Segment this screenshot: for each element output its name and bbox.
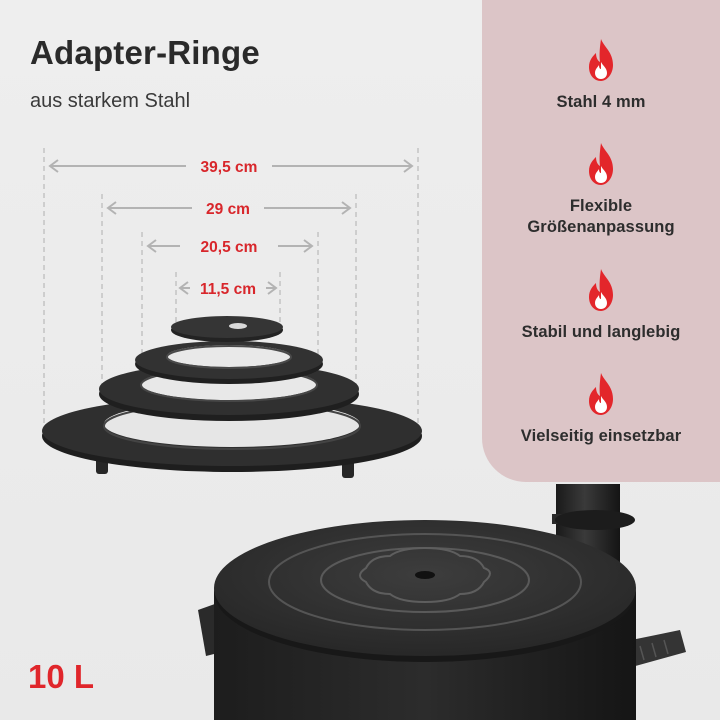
feature-item-versatile: Vielseitig einsetzbar bbox=[482, 372, 720, 447]
flame-icon bbox=[589, 39, 613, 81]
feature-label: Flexible Größenanpassung bbox=[527, 197, 675, 236]
feature-label: Stabil und langlebig bbox=[521, 323, 681, 341]
dimension-label-20-5: 20,5 cm bbox=[201, 239, 258, 256]
flame-icon bbox=[589, 269, 613, 311]
feature-item-durable: Stabil und langlebig bbox=[482, 268, 720, 343]
dimension-label-29: 29 cm bbox=[206, 201, 250, 218]
feature-label: Vielseitig einsetzbar bbox=[520, 427, 682, 445]
volume-badge: 10 L bbox=[28, 658, 95, 695]
dimension-label-11-5: 11,5 cm bbox=[200, 281, 256, 298]
ring-medium bbox=[135, 341, 323, 384]
stove bbox=[198, 484, 686, 720]
dimension-arrows bbox=[48, 159, 414, 295]
feature-label: Stahl 4 mm bbox=[556, 93, 646, 111]
flame-icon bbox=[589, 143, 613, 185]
page-title: Adapter-Ringe bbox=[30, 34, 260, 71]
dimension-label-39-5: 39,5 cm bbox=[201, 159, 258, 176]
ring-small bbox=[171, 316, 283, 342]
feature-item-steel: Stahl 4 mm bbox=[482, 38, 720, 113]
page-subtitle: aus starkem Stahl bbox=[30, 90, 191, 112]
flame-icon bbox=[589, 373, 613, 415]
dimension-guides bbox=[43, 148, 419, 424]
feature-item-flexible: Flexible Größenanpassung bbox=[482, 142, 720, 238]
